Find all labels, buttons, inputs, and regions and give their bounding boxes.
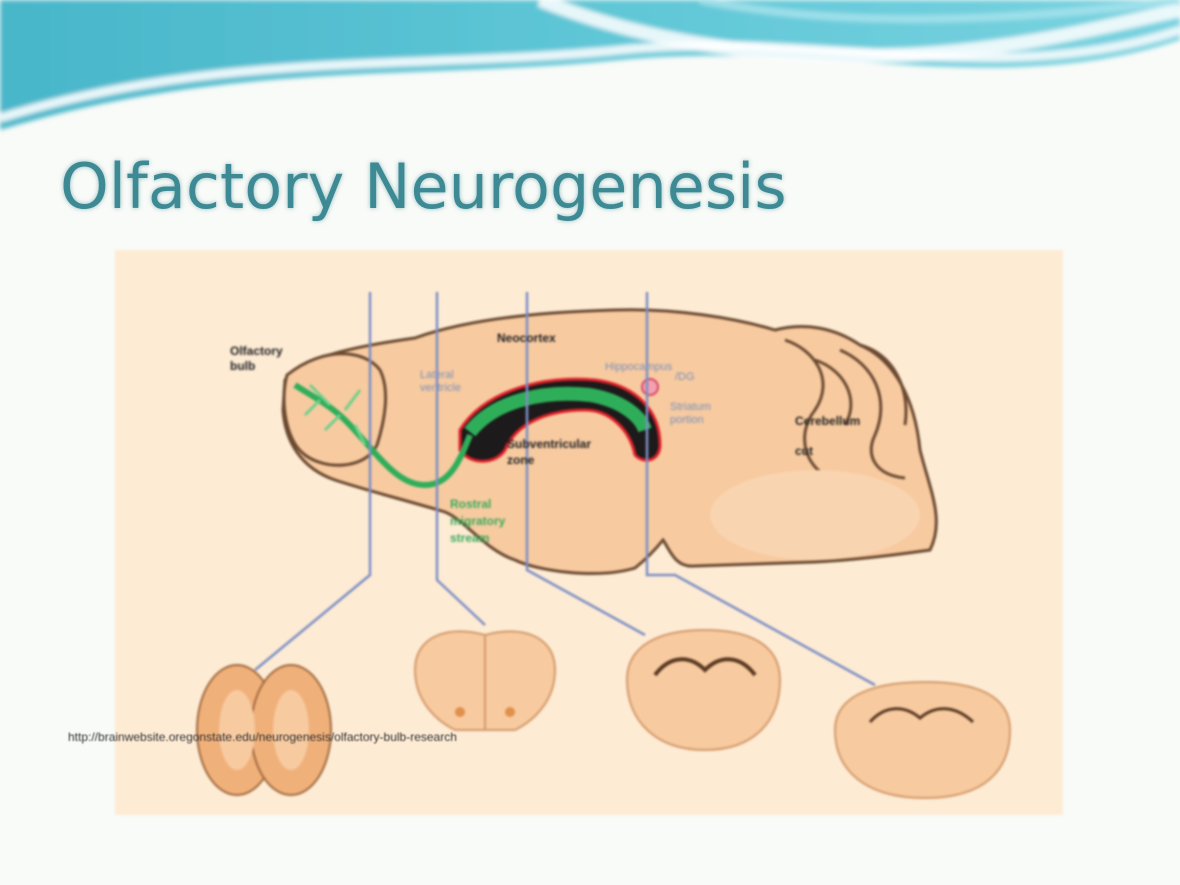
coronal-section-3	[625, 628, 782, 752]
slide-title: Olfactory Neurogenesis	[60, 150, 787, 223]
label-rms-3: stream	[450, 531, 489, 545]
cerebellum-folds	[784, 338, 908, 482]
brainstem-shape	[710, 470, 920, 560]
label-cut: cut	[795, 444, 813, 458]
svz-green-band	[464, 386, 652, 437]
label-olfactory-bulb-2: bulb	[230, 359, 255, 373]
label-svz-2: zone	[507, 453, 535, 467]
coronal-section-2	[413, 630, 557, 731]
label-lateral-ventricle-1: Lateral	[420, 369, 454, 381]
label-hippocampus-1: Hippocampus	[605, 361, 673, 373]
label-rms-2: migratory	[450, 514, 506, 528]
coronal-section-4	[833, 680, 1012, 800]
label-neocortex: Neocortex	[497, 331, 556, 345]
coronal-section-1	[196, 664, 332, 796]
brain-diagram-svg: Olfactory bulb Neocortex Lateral ventric…	[196, 292, 1012, 800]
label-lateral-ventricle-2: ventricle	[420, 382, 461, 394]
brain-diagram: Olfactory bulb Neocortex Lateral ventric…	[115, 250, 1063, 815]
citation-link[interactable]: http://brainwebsite.oregonstate.edu/neur…	[68, 730, 457, 744]
hippocampus-dot	[641, 378, 659, 396]
label-rms-1: Rostral	[450, 497, 491, 511]
section-lines	[254, 292, 876, 687]
label-olfactory-bulb-1: Olfactory	[230, 344, 283, 358]
label-striatum-2: portion	[670, 414, 704, 426]
label-cerebellum: Cerebellum	[795, 414, 860, 428]
header-wave	[0, 0, 1180, 130]
label-striatum-1: Striatum	[670, 401, 711, 413]
rostral-migratory-stream	[293, 382, 473, 489]
bulb-green-branches	[303, 383, 367, 446]
label-hippocampus-2: /DG	[675, 371, 695, 383]
label-svz-1: Subventricular	[507, 437, 591, 451]
